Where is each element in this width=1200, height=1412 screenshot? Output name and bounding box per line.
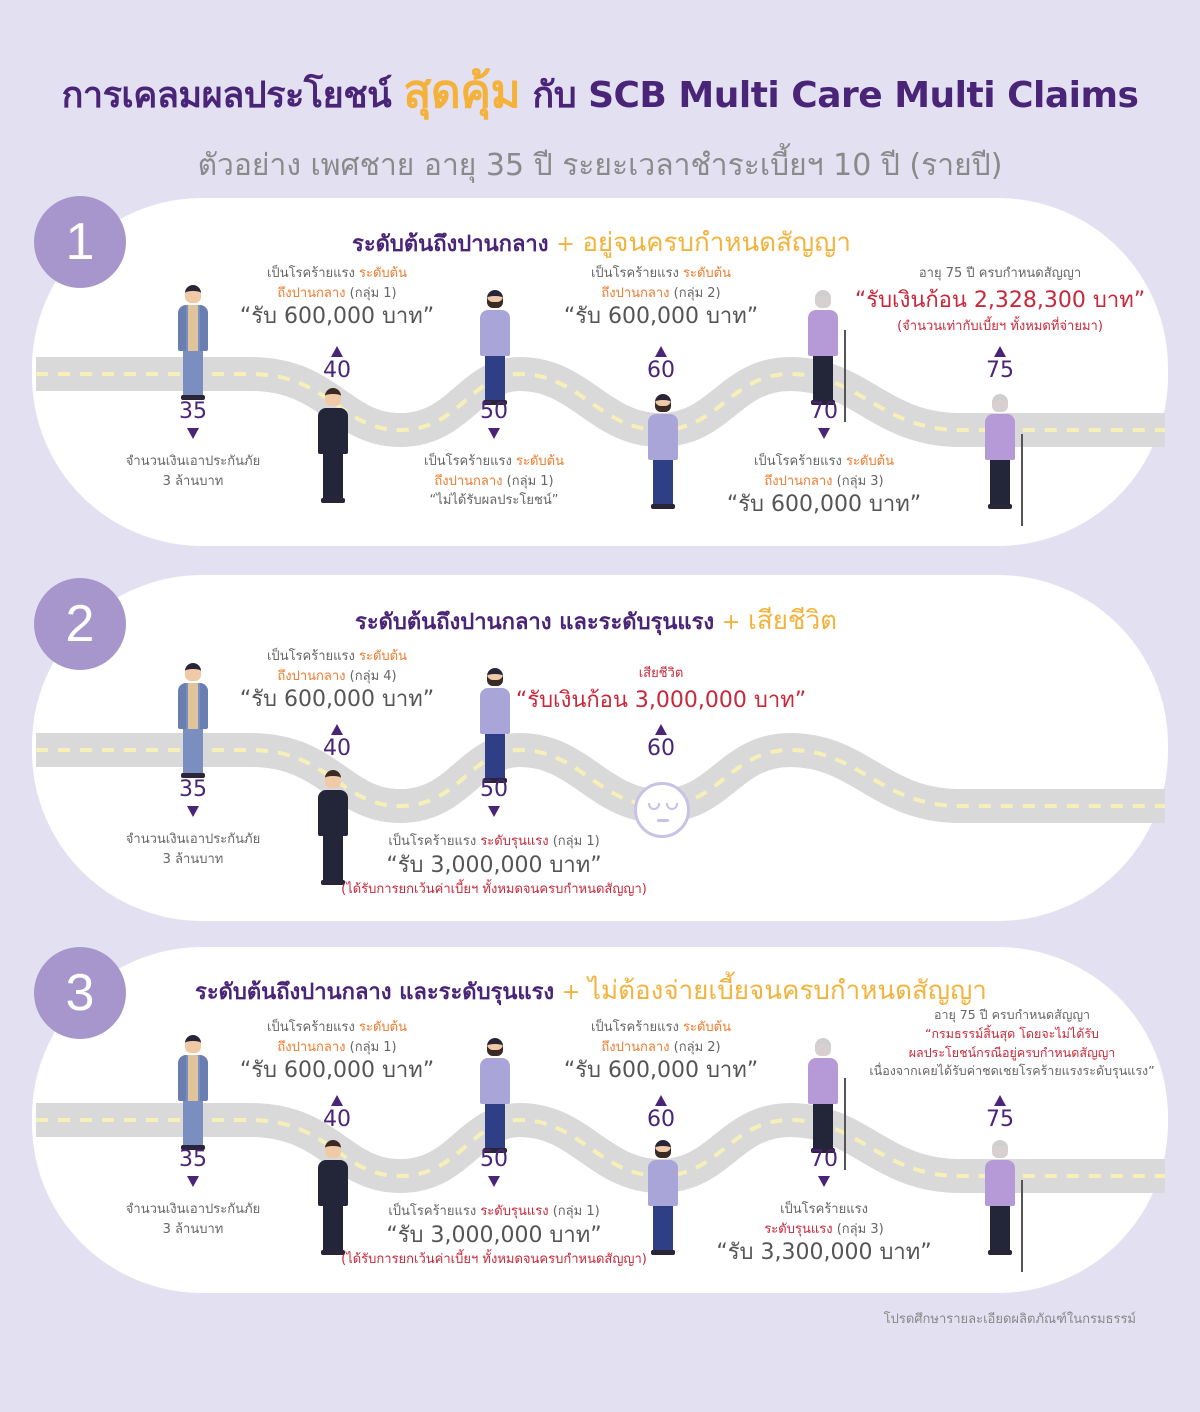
- elderly-man-figure: [985, 1140, 1023, 1272]
- businessman-figure: [318, 1140, 348, 1255]
- middle-aged-man-figure: [648, 1140, 678, 1255]
- elderly-man-figure: [985, 394, 1023, 526]
- scenario-number-badge: 1: [34, 196, 126, 288]
- age-marker-70: 70: [810, 399, 838, 440]
- benefit-event: เป็นโรคร้ายแรง ระดับต้น ถึงปานกลาง (กลุ่…: [563, 266, 759, 329]
- age-marker-60: 60: [647, 724, 675, 761]
- age-marker-50: 50: [480, 777, 508, 818]
- benefit-event: เป็นโรคร้ายแรง ระดับรุนแรง (กลุ่ม 3) “รั…: [716, 1202, 932, 1265]
- benefit-event: เป็นโรคร้ายแรง ระดับต้น ถึงปานกลาง (กลุ่…: [726, 454, 922, 517]
- arrow-up-icon: [994, 346, 1006, 357]
- subtitle: ตัวอย่าง เพศชาย อายุ 35 ปี ระยะเวลาชำระเ…: [197, 148, 1003, 183]
- elderly-man-figure: [808, 290, 846, 422]
- age-marker-60: 60: [647, 346, 675, 383]
- footnote: โปรดศึกษารายละเอียดผลิตภัณฑ์ในกรมธรรม์: [883, 1312, 1136, 1327]
- benefit-event: เป็นโรคร้ายแรง ระดับรุนแรง (กลุ่ม 1) “รั…: [341, 1204, 647, 1268]
- age-marker-75: 75: [986, 346, 1014, 383]
- arrow-up-icon: [994, 1095, 1006, 1106]
- businessman-figure: [318, 388, 348, 503]
- age-marker-40: 40: [323, 1095, 351, 1132]
- middle-aged-man-figure: [480, 290, 510, 405]
- middle-aged-man-figure: [480, 668, 510, 783]
- age-marker-50: 50: [480, 399, 508, 440]
- arrow-up-icon: [655, 1095, 667, 1106]
- arrow-down-icon: [818, 428, 830, 440]
- maturity-note: อายุ 75 ปี ครบกำหนดสัญญา “กรมธรรม์สิ้นสุ…: [869, 1007, 1155, 1079]
- arrow-down-icon: [187, 806, 199, 818]
- death-benefit: เสียชีวิต “รับเงินก้อน 3,000,000 บาท”: [515, 666, 807, 713]
- title-highlight: สุดคุ้ม: [403, 64, 521, 118]
- arrow-up-icon: [331, 724, 343, 735]
- young-man-figure: [178, 285, 208, 400]
- elderly-man-figure: [808, 1038, 846, 1170]
- arrow-up-icon: [655, 724, 667, 735]
- benefit-event: เป็นโรคร้ายแรง ระดับรุนแรง (กลุ่ม 1) “รั…: [341, 834, 647, 898]
- arrow-down-icon: [187, 428, 199, 440]
- scenario-number-badge: 2: [34, 578, 126, 670]
- main-title: การเคลมผลประโยชน์ สุดคุ้ม กับ SCB Multi …: [61, 64, 1139, 118]
- arrow-down-icon: [818, 1176, 830, 1188]
- benefit-event: เป็นโรคร้ายแรง ระดับต้น ถึงปานกลาง (กลุ่…: [239, 266, 435, 329]
- age-marker-35: 35: [179, 399, 207, 440]
- arrow-down-icon: [187, 1176, 199, 1188]
- age-marker-50: 50: [480, 1147, 508, 1188]
- scenario-number-badge: 3: [34, 947, 126, 1039]
- middle-aged-man-figure: [480, 1038, 510, 1153]
- infographic-header: การเคลมผลประโยชน์ สุดคุ้ม กับ SCB Multi …: [0, 55, 1200, 189]
- arrow-down-icon: [488, 428, 500, 440]
- benefit-event: เป็นโรคร้ายแรง ระดับต้น ถึงปานกลาง (กลุ่…: [424, 454, 564, 508]
- age-marker-40: 40: [323, 346, 351, 383]
- age-marker-35: 35: [179, 777, 207, 818]
- deceased-face-icon: [634, 782, 690, 838]
- arrow-down-icon: [488, 1176, 500, 1188]
- age-marker-60: 60: [647, 1095, 675, 1132]
- age-marker-35: 35: [179, 1147, 207, 1188]
- age-marker-40: 40: [323, 724, 351, 761]
- arrow-up-icon: [655, 346, 667, 357]
- businessman-figure: [318, 770, 348, 885]
- age-marker-70: 70: [810, 1147, 838, 1188]
- benefit-event: เป็นโรคร้ายแรง ระดับต้น ถึงปานกลาง (กลุ่…: [563, 1020, 759, 1083]
- scenario-title: ระดับต้นถึงปานกลาง + อยู่จนครบกำหนดสัญญา: [352, 228, 851, 258]
- arrow-up-icon: [331, 346, 343, 357]
- maturity-benefit: อายุ 75 ปี ครบกำหนดสัญญา “รับเงินก้อน 2,…: [854, 266, 1146, 334]
- young-man-figure: [178, 663, 208, 778]
- benefit-event: เป็นโรคร้ายแรง ระดับต้น ถึงปานกลาง (กลุ่…: [239, 1020, 435, 1083]
- benefit-event: เป็นโรคร้ายแรง ระดับต้น ถึงปานกลาง (กลุ่…: [239, 649, 435, 712]
- arrow-up-icon: [331, 1095, 343, 1106]
- middle-aged-man-figure: [648, 394, 678, 509]
- scenario-title: ระดับต้นถึงปานกลาง และระดับรุนแรง + เสีย…: [355, 606, 838, 636]
- age-marker-75: 75: [986, 1095, 1014, 1132]
- young-man-figure: [178, 1035, 208, 1150]
- arrow-down-icon: [488, 806, 500, 818]
- scenario-title: ระดับต้นถึงปานกลาง และระดับรุนแรง + ไม่ต…: [195, 976, 987, 1006]
